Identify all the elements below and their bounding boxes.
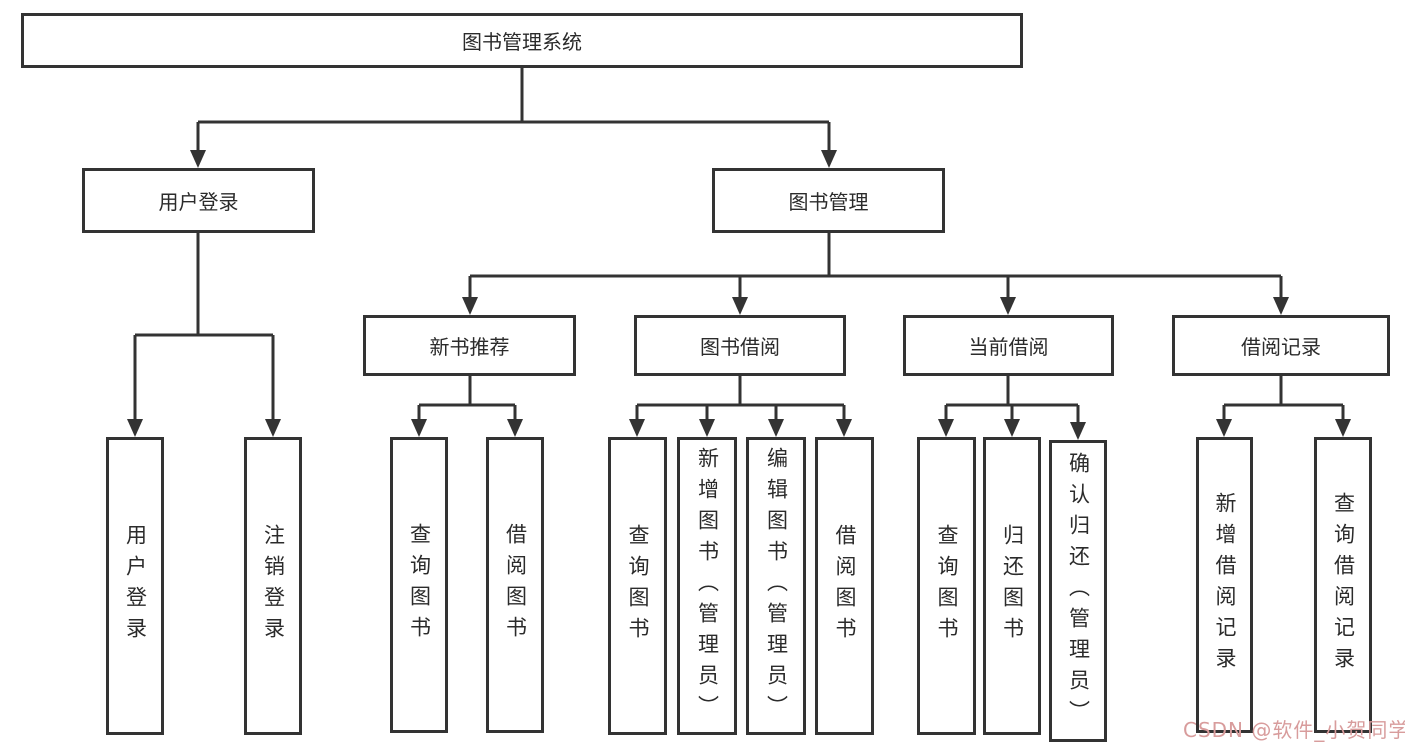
node-new-book-recommend: 新书推荐	[363, 315, 576, 376]
leaf-borrow-query-books: 查询图书	[608, 437, 667, 735]
arrowhead-icon	[1216, 419, 1232, 437]
node-book-borrow: 图书借阅	[634, 315, 846, 376]
csdn-watermark: CSDN @软件_小贺同学	[1183, 718, 1405, 742]
arrowhead-icon	[190, 150, 206, 168]
arrowhead-icon	[821, 150, 837, 168]
node-current-borrow: 当前借阅	[903, 315, 1114, 376]
leaf-records-query-record: 查询借阅记录	[1314, 437, 1372, 733]
arrowhead-icon	[699, 419, 715, 437]
leaf-borrow-borrow-books: 借阅图书	[815, 437, 874, 735]
node-borrow-records: 借阅记录	[1172, 315, 1390, 376]
arrowhead-icon	[127, 419, 143, 437]
arrowhead-icon	[1000, 297, 1016, 315]
arrowheads	[127, 150, 1351, 440]
arrowhead-icon	[1335, 419, 1351, 437]
arrowhead-icon	[1273, 297, 1289, 315]
arrowhead-icon	[462, 297, 478, 315]
arrowhead-icon	[938, 419, 954, 437]
leaf-logout: 注销登录	[244, 437, 302, 735]
leaf-newbook-borrow-books: 借阅图书	[486, 437, 544, 733]
node-book-management: 图书管理	[712, 168, 945, 233]
arrowhead-icon	[629, 419, 645, 437]
leaf-borrow-add-books-admin: 新增图书（管理员）	[677, 437, 737, 735]
leaf-user-login: 用户登录	[106, 437, 164, 735]
leaf-newbook-query-books: 查询图书	[390, 437, 448, 733]
arrowhead-icon	[768, 419, 784, 437]
arrowhead-icon	[732, 297, 748, 315]
arrowhead-icon	[1004, 419, 1020, 437]
node-root: 图书管理系统	[21, 13, 1023, 68]
arrowhead-icon	[265, 419, 281, 437]
leaf-borrow-edit-books-admin: 编辑图书（管理员）	[746, 437, 806, 735]
leaf-current-return-books: 归还图书	[983, 437, 1041, 735]
arrowhead-icon	[507, 419, 523, 437]
leaf-current-query-books: 查询图书	[917, 437, 976, 735]
arrowhead-icon	[1070, 422, 1086, 440]
connector-segments	[133, 68, 1345, 424]
node-user-login: 用户登录	[82, 168, 315, 233]
leaf-records-add-record: 新增借阅记录	[1196, 437, 1253, 733]
arrowhead-icon	[411, 419, 427, 437]
leaf-current-confirm-return-admin: 确认归还（管理员）	[1049, 440, 1107, 742]
arrowhead-icon	[836, 419, 852, 437]
connector-paths	[133, 68, 1345, 424]
